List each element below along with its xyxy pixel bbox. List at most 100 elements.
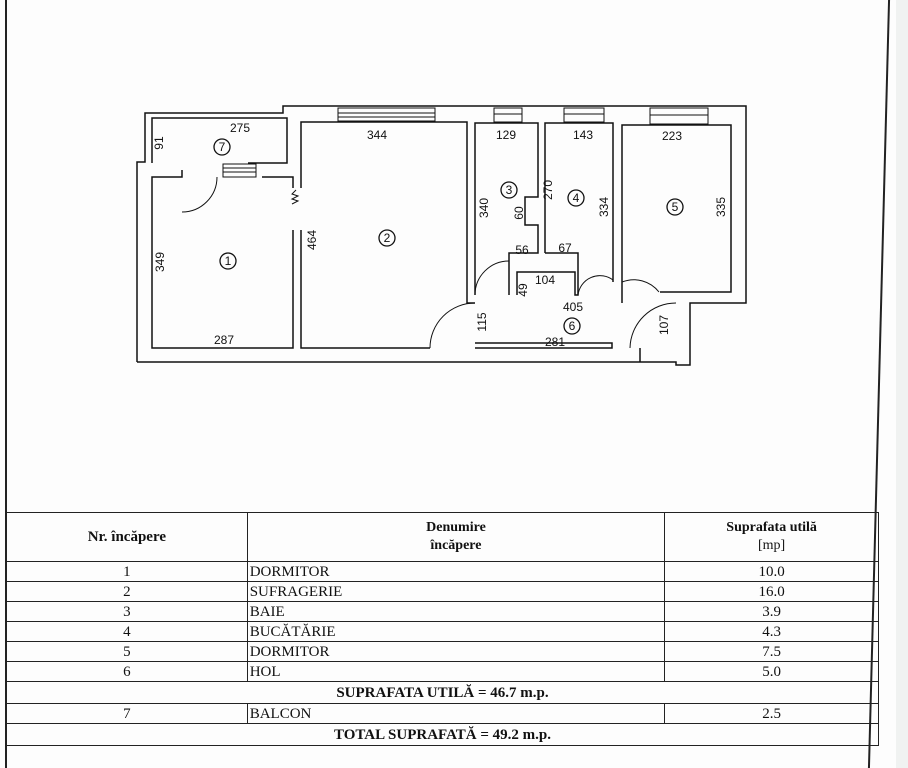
header-name-line1: Denumire bbox=[426, 520, 486, 535]
room-area-table: Nr. încăpere Denumire încăpere Suprafata… bbox=[6, 512, 879, 746]
scan-edge bbox=[896, 0, 908, 768]
room-marker-circle bbox=[378, 229, 396, 247]
header-nr: Nr. încăpere bbox=[6, 512, 248, 562]
dimension-label: 104 bbox=[535, 273, 555, 287]
cell-nr: 3 bbox=[6, 601, 248, 622]
cell-name: DORMITOR bbox=[246, 641, 666, 662]
cell-area: 2.5 bbox=[664, 703, 879, 724]
dimension-label: 107 bbox=[657, 315, 671, 335]
cell-nr: 4 bbox=[6, 621, 248, 642]
cell-area: 7.5 bbox=[664, 641, 879, 662]
subtotal-row: SUPRAFATA UTILĂ = 46.7 m.p. bbox=[6, 681, 879, 704]
room-2-bottom bbox=[300, 230, 430, 349]
room-marker-circle bbox=[500, 181, 518, 199]
window-room-5 bbox=[649, 107, 709, 125]
heater-icon bbox=[290, 189, 300, 205]
cell-area: 4.3 bbox=[664, 621, 879, 642]
dimension-label: 67 bbox=[558, 241, 572, 255]
dimension-label: 334 bbox=[597, 197, 611, 217]
kitchen-niche bbox=[516, 252, 579, 296]
room-1-top-wall bbox=[262, 176, 294, 188]
balcony-wall bbox=[151, 117, 288, 164]
room-2-wall bbox=[300, 121, 475, 304]
room-4-wall bbox=[544, 122, 614, 282]
dimension-label: 129 bbox=[496, 128, 516, 142]
cell-name: BAIE bbox=[246, 601, 666, 622]
door-balcony bbox=[181, 176, 218, 213]
cell-nr: 7 bbox=[6, 703, 248, 724]
dimension-label: 287 bbox=[214, 333, 234, 347]
dimension-label: 60 bbox=[512, 206, 526, 220]
table-header: Nr. încăpere Denumire încăpere Suprafata… bbox=[6, 512, 879, 562]
room-number: 3 bbox=[506, 183, 513, 197]
door-room-3 bbox=[474, 260, 510, 296]
cell-nr: 1 bbox=[6, 561, 248, 582]
table-row-balcony: 7 BALCON 2.5 bbox=[6, 703, 879, 724]
dimension-label: 340 bbox=[477, 198, 491, 218]
room-3-wall bbox=[474, 122, 539, 295]
header-area-label: Suprafata utilă bbox=[726, 520, 817, 535]
window-room-2 bbox=[337, 107, 436, 122]
dimension-label: 270 bbox=[541, 180, 555, 200]
dimension-label: 91 bbox=[152, 136, 166, 150]
cell-name: DORMITOR bbox=[246, 561, 666, 582]
room-5-wall bbox=[621, 124, 732, 303]
dimension-label: 405 bbox=[563, 300, 583, 314]
cell-name: BUCĂTĂRIE bbox=[246, 621, 666, 642]
cell-name: HOL bbox=[246, 661, 666, 682]
header-name-line2: încăpere bbox=[430, 538, 482, 553]
cell-area: 10.0 bbox=[664, 561, 879, 582]
total-row: TOTAL SUPRAFATĂ = 49.2 m.p. bbox=[6, 723, 879, 746]
dimension-label: 281 bbox=[545, 335, 565, 349]
room-number: 6 bbox=[569, 319, 576, 333]
room-marker-circle bbox=[213, 138, 231, 156]
cell-area: 5.0 bbox=[664, 661, 879, 682]
room-marker-circle bbox=[563, 317, 581, 335]
dimension-label: 143 bbox=[573, 128, 593, 142]
header-area: Suprafata utilă [mp] bbox=[664, 512, 879, 562]
room-1-wall bbox=[151, 170, 294, 349]
walls bbox=[136, 105, 747, 366]
cell-nr: 2 bbox=[6, 581, 248, 602]
room-number: 4 bbox=[573, 191, 580, 205]
dimension-label: 344 bbox=[367, 128, 387, 142]
dimension-label: 335 bbox=[714, 197, 728, 217]
cell-name: BALCON bbox=[246, 703, 666, 724]
door-room-5 bbox=[621, 279, 660, 293]
door-room-4 bbox=[577, 275, 614, 296]
total-text: TOTAL SUPRAFATĂ = 49.2 m.p. bbox=[6, 723, 879, 746]
cell-area: 16.0 bbox=[664, 581, 879, 602]
window-balcony bbox=[222, 163, 257, 178]
room-marker-circle bbox=[219, 252, 237, 270]
cell-name: SUFRAGERIE bbox=[246, 581, 666, 602]
dimension-label: 464 bbox=[305, 230, 319, 250]
windows bbox=[222, 107, 709, 178]
dimension-label: 349 bbox=[153, 252, 167, 272]
room-number: 7 bbox=[219, 140, 226, 154]
outer-wall bbox=[136, 105, 747, 366]
cell-area: 3.9 bbox=[664, 601, 879, 622]
window-room-4 bbox=[563, 107, 605, 123]
room-marker-circle bbox=[567, 189, 585, 207]
hall-wall bbox=[475, 342, 613, 349]
dimension-label: 49 bbox=[516, 283, 530, 297]
room-marker-circle bbox=[666, 198, 684, 216]
subtotal-text: SUPRAFATA UTILĂ = 46.7 m.p. bbox=[6, 681, 879, 704]
room-number: 5 bbox=[672, 200, 679, 214]
doors bbox=[181, 176, 677, 349]
page-frame-left bbox=[5, 0, 7, 768]
room-number: 1 bbox=[225, 254, 232, 268]
window-room-3 bbox=[493, 107, 523, 123]
dimension-label: 275 bbox=[230, 121, 250, 135]
header-name: Denumire încăpere bbox=[246, 512, 666, 562]
door-hall bbox=[629, 302, 677, 349]
